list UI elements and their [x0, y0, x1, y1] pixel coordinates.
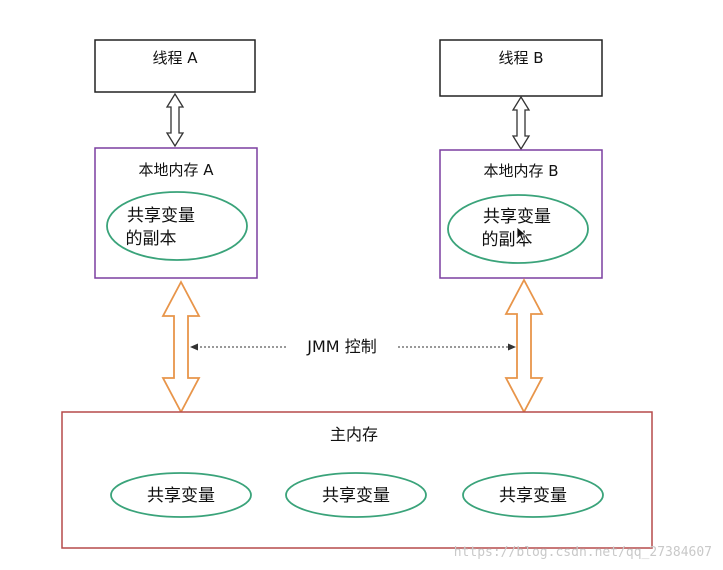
- thread-a-label: 线程 A: [152, 49, 198, 67]
- main-memory-box: 主内存 共享变量 共享变量 共享变量: [61, 411, 653, 549]
- main-shared-var-ellipse-3: [462, 472, 604, 518]
- local-a-copy-line2: 的副本: [126, 229, 177, 249]
- local-a-copy-line1: 共享变量: [127, 206, 195, 226]
- main-shared-var-3: 共享变量: [499, 486, 567, 506]
- local-b-copy-line1: 共享变量: [483, 207, 551, 227]
- thread-b-box: 线程 B: [439, 39, 603, 97]
- thread-a-local-arrow: [165, 92, 185, 148]
- local-memory-b-label: 本地内存 B: [483, 162, 558, 180]
- main-shared-var-ellipse-2: [285, 472, 427, 518]
- main-shared-var-ellipse-1: [110, 472, 252, 518]
- main-memory-label: 主内存: [330, 425, 378, 444]
- thread-b-label: 线程 B: [498, 49, 543, 67]
- watermark-text: https://blog.csdn.net/qq_27384607: [454, 545, 712, 560]
- jmm-control-label: JMM 控制: [306, 337, 376, 356]
- main-shared-var-2: 共享变量: [322, 486, 390, 506]
- local-memory-b-box: 本地内存 B 共享变量 的副本: [439, 149, 603, 279]
- thread-a-box: 线程 A: [94, 39, 256, 93]
- jmm-control-line: [190, 343, 516, 351]
- main-shared-var-1: 共享变量: [147, 486, 215, 506]
- mouse-pointer-icon: [516, 226, 528, 242]
- local-memory-a-label: 本地内存 A: [138, 161, 214, 179]
- thread-b-local-arrow: [511, 95, 531, 151]
- local-a-copy-ellipse: [106, 191, 248, 261]
- local-memory-a-box: 本地内存 A 共享变量 的副本: [94, 147, 258, 279]
